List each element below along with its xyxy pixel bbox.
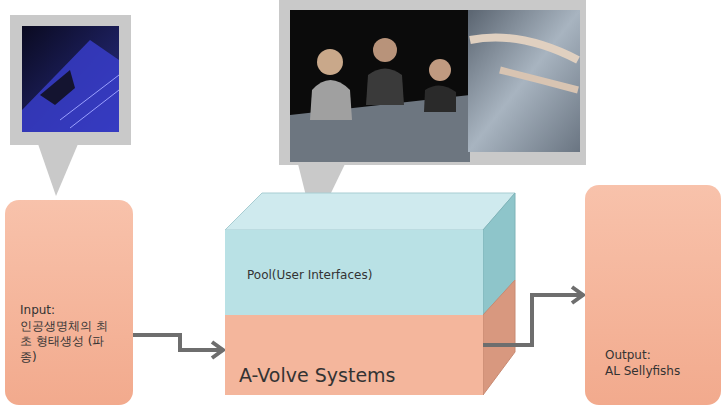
node-label: A-Volve Systems: [239, 363, 474, 388]
node-label: Pool(User Interfaces): [247, 268, 467, 284]
box-faces: [225, 193, 515, 395]
screenshot-callout: [10, 15, 131, 196]
flow-arrow: [133, 335, 223, 358]
node-text: 인공생명체의 최초 형태생성 (파종): [20, 319, 112, 366]
output-box: Output:AL Sellyfishs: [585, 185, 721, 405]
flow-arrow: [483, 287, 583, 345]
input-box: Input:인공생명체의 최초 형태생성 (파종): [5, 200, 133, 405]
system-band: A-Volve Systems: [225, 315, 483, 395]
node-label: Output:: [605, 348, 715, 364]
pool-band: Pool(User Interfaces): [225, 230, 483, 315]
node-text: AL Sellyfishs: [605, 364, 715, 380]
node-label: Input:: [20, 303, 120, 319]
